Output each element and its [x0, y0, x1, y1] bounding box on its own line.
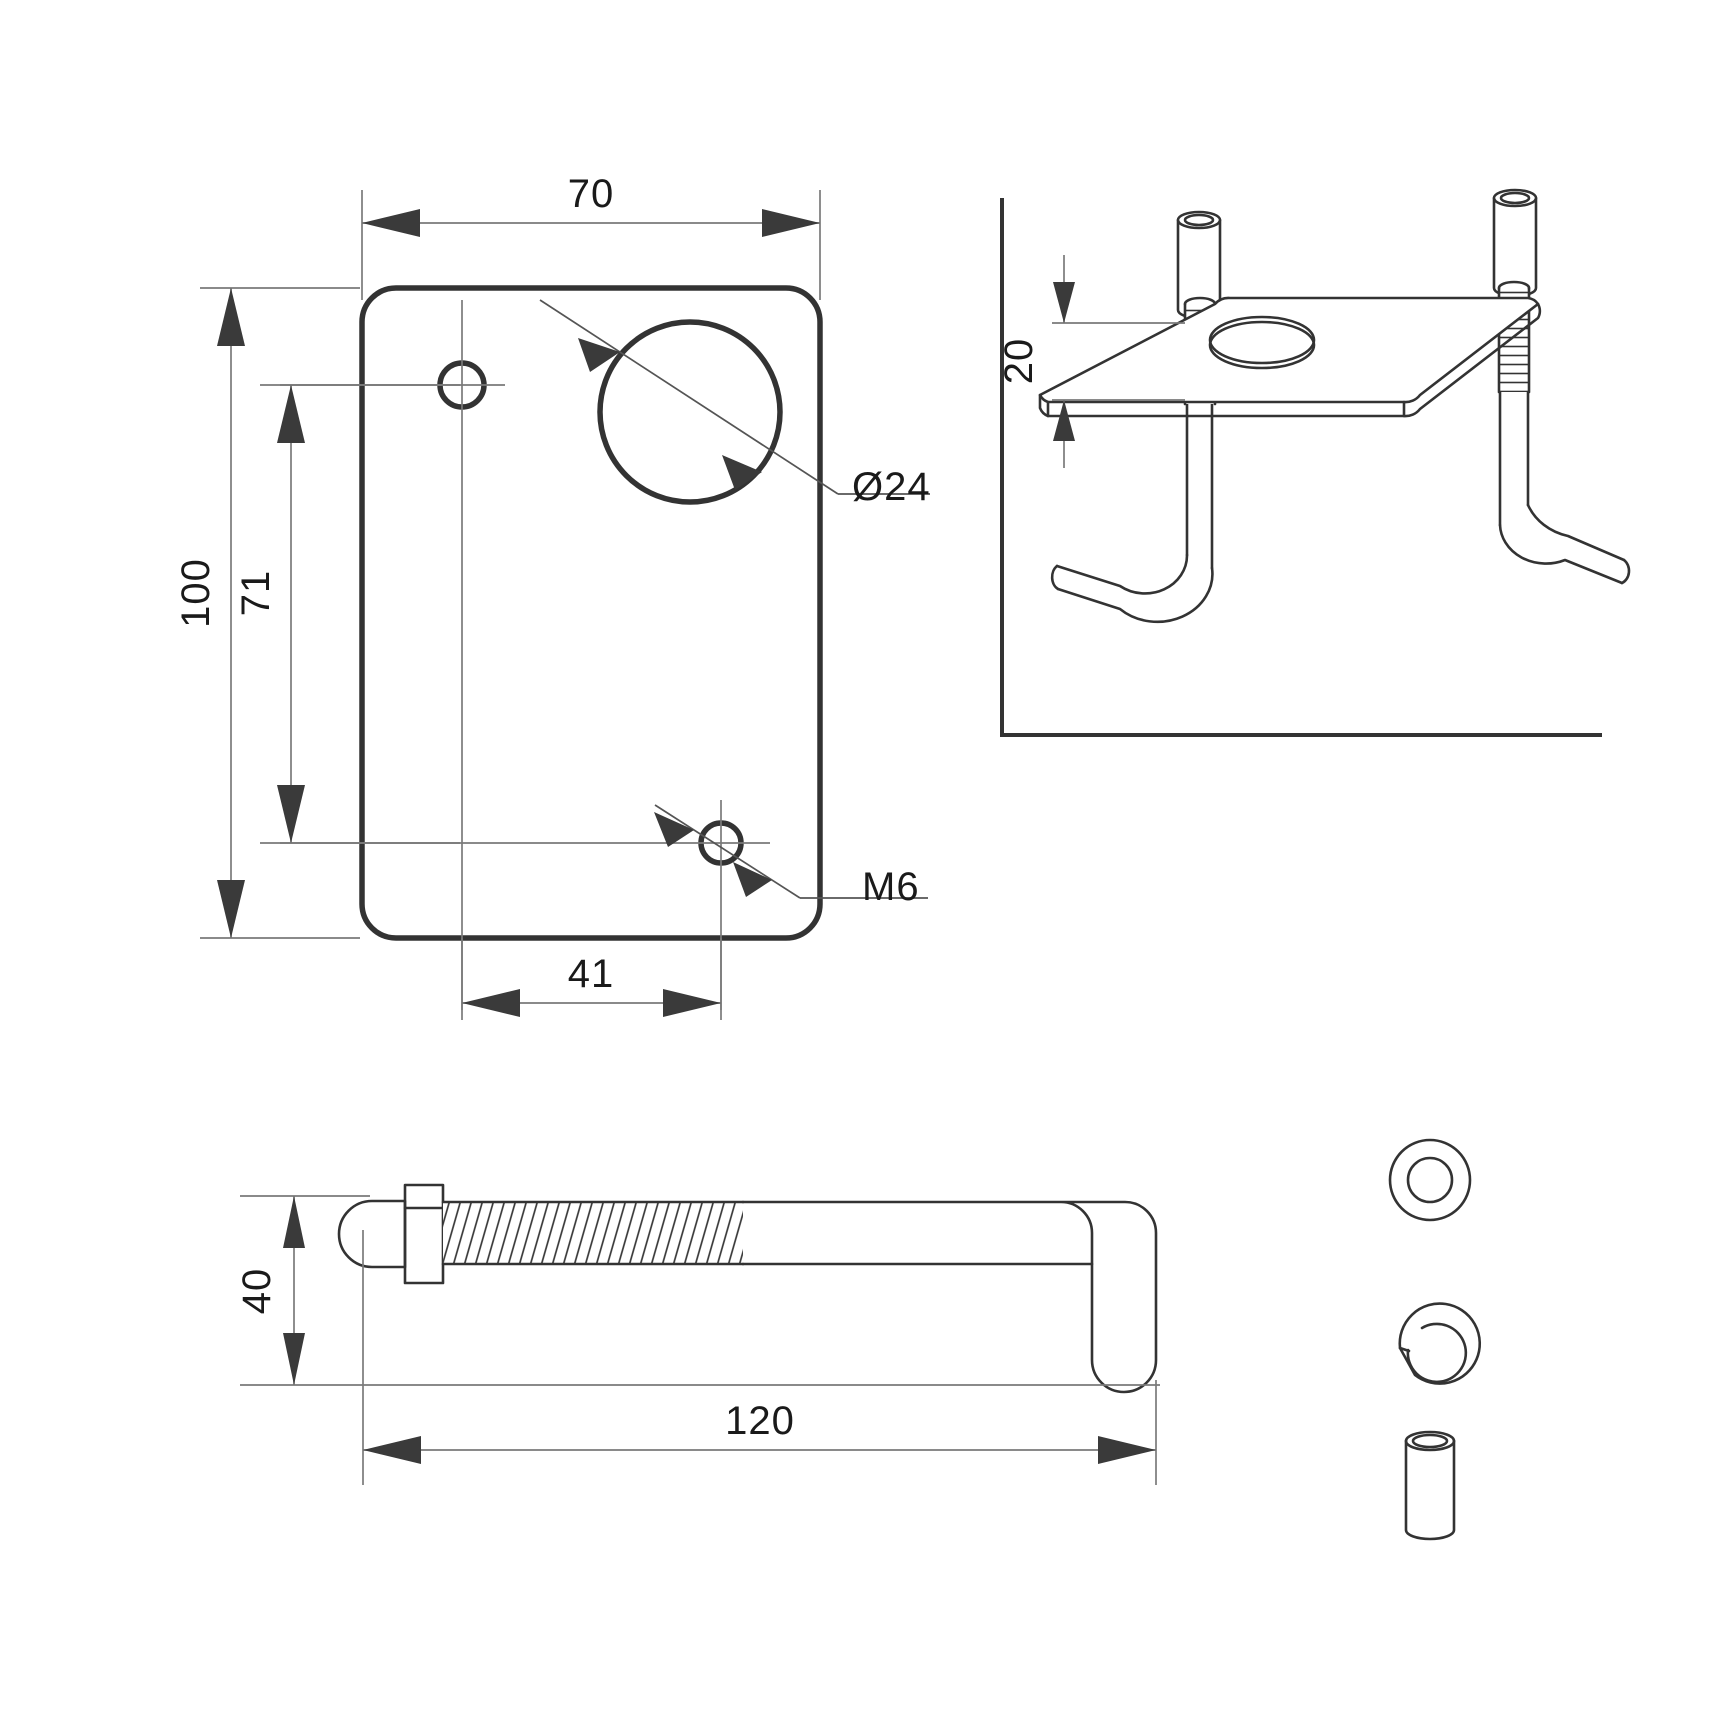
- hardware-parts-column: [1388, 1138, 1482, 1541]
- bolt-j-hook: [741, 1200, 1158, 1394]
- assembly-iso-view: 20: [997, 188, 1631, 737]
- j-bolt-side-view: 40 120: [235, 1183, 1160, 1485]
- dimension-length-120: 120: [362, 1230, 1157, 1485]
- spacer-sleeve: [1404, 1430, 1456, 1541]
- dimension-hook-40: 40: [235, 1195, 1160, 1386]
- plate-outline: [359, 285, 823, 941]
- dimension-height-100: 100: [174, 287, 360, 939]
- callout-m6: M6: [654, 804, 928, 909]
- j-bolt-right-iso: [1497, 280, 1631, 585]
- dimension-width-41: 41: [461, 938, 722, 1020]
- bolt-threaded-shank: [441, 1200, 745, 1266]
- dimension-label-71: 71: [234, 570, 278, 617]
- dimension-label-41: 41: [568, 952, 615, 996]
- dimension-label-40: 40: [235, 1268, 279, 1315]
- spacer-sleeve-right: [1492, 188, 1538, 298]
- dimension-label-70: 70: [568, 172, 615, 216]
- bolt-dome-head: [337, 1199, 407, 1269]
- dimension-label-20: 20: [997, 338, 1041, 385]
- plate-iso: [1038, 296, 1542, 418]
- callout-label-dia24: Ø24: [852, 465, 931, 509]
- dimension-height-71: 71: [234, 384, 460, 844]
- callout-dia24: Ø24: [539, 299, 931, 509]
- hole-centerlines: [280, 300, 770, 1010]
- dimension-width-70: 70: [361, 172, 821, 300]
- spring-washer: [1398, 1302, 1482, 1385]
- flat-washer: [1388, 1138, 1472, 1222]
- dimension-offset-20: 20: [997, 255, 1185, 468]
- wall-outline: [1000, 198, 1602, 737]
- callout-label-m6: M6: [862, 865, 920, 909]
- large-hole-dia24: [597, 319, 783, 505]
- dimension-label-120: 120: [725, 1399, 795, 1443]
- dimension-label-100: 100: [174, 558, 218, 628]
- bolt-hex-collar: [403, 1183, 445, 1285]
- front-plate-view: 70 100 71: [174, 172, 931, 1020]
